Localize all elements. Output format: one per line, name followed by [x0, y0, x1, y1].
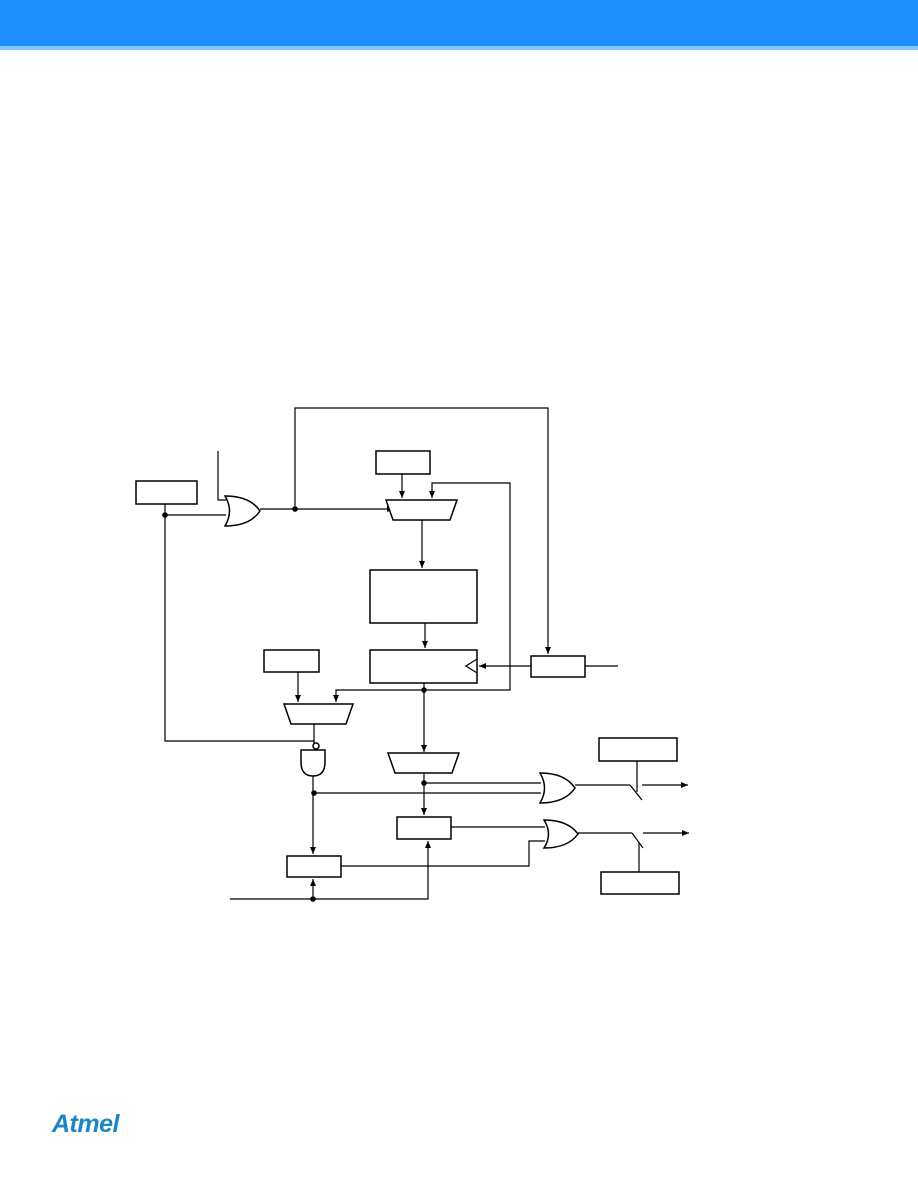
- clock-symbol: [464, 658, 478, 674]
- input-wire-or1: [217, 451, 226, 501]
- or-gate-1: [223, 495, 261, 527]
- register-box-compare: [396, 816, 452, 840]
- junction-dot: [162, 512, 168, 518]
- inverter-bubble: [312, 742, 320, 750]
- register-box-right: [530, 655, 586, 678]
- header-stripe: [0, 46, 918, 50]
- counter-register: [369, 649, 478, 684]
- register-box-bottom: [286, 855, 342, 878]
- feedback-wire-top: [294, 407, 551, 654]
- counter-to-mux2-wire: [333, 689, 424, 702]
- bottom-clock-wire: [230, 841, 431, 900]
- output-switch-2: [631, 832, 644, 849]
- counter-feedback-wire: [424, 482, 511, 691]
- mux-2: [282, 703, 355, 725]
- junction-dot: [292, 506, 298, 512]
- atmel-logo: Atmel: [52, 1110, 119, 1138]
- register-box-left: [135, 480, 198, 505]
- register-box-output-2: [600, 871, 680, 895]
- bottom-register-to-or3-wire: [341, 840, 545, 867]
- or-gate-3: [542, 819, 579, 849]
- mux-3: [386, 752, 461, 774]
- register-box-lower-left: [263, 649, 320, 673]
- logic-block: [369, 569, 478, 624]
- or-gate-2: [538, 772, 576, 804]
- register-box-top: [375, 450, 431, 475]
- register-box-output-1: [598, 737, 678, 762]
- header-bar: [0, 0, 918, 46]
- and-gate: [300, 749, 326, 777]
- output-switch-1: [629, 784, 643, 801]
- mux-1: [384, 499, 459, 521]
